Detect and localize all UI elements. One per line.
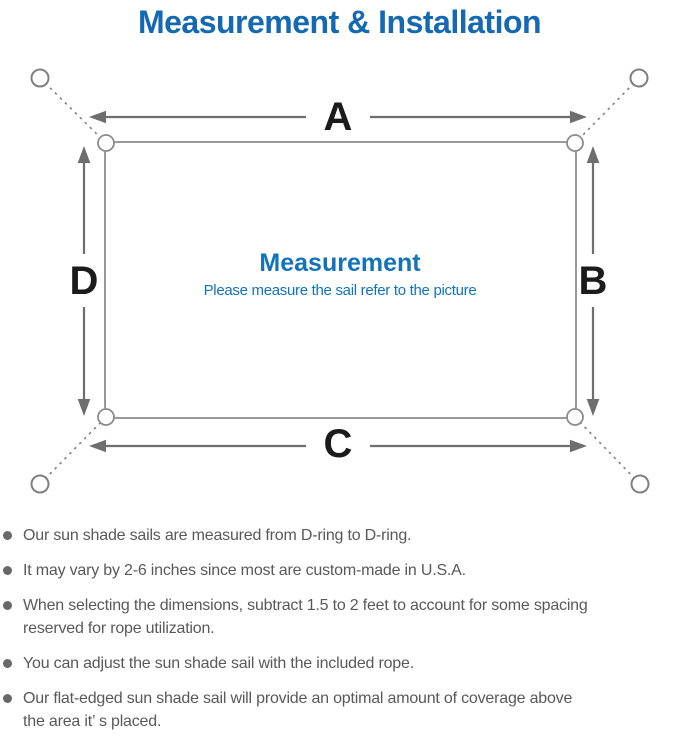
- bullet-icon: [3, 601, 12, 610]
- arrowhead-up-icon: [77, 146, 91, 163]
- note-line: the area it’ s placed.: [23, 713, 162, 730]
- dimension-arrow-c: C: [89, 422, 587, 466]
- note-line: reserved for rope utilization.: [23, 620, 215, 637]
- arrowhead-down-icon: [586, 399, 600, 416]
- dimension-arrow-b: B: [579, 146, 608, 416]
- anchor-point-bottom-left-icon: [30, 474, 50, 494]
- measurement-diagram: A C D B Measurement Please meas: [30, 68, 650, 494]
- list-item: When selecting the dimensions, subtract …: [3, 594, 679, 640]
- notes-list: Our sun shade sails are measured from D-…: [0, 524, 679, 745]
- dimension-arrow-a: A: [89, 95, 587, 139]
- dimension-arrow-d: D: [70, 146, 99, 416]
- page-title: Measurement & Installation: [137, 4, 542, 40]
- tie-line-top-right: [574, 77, 640, 144]
- note-line: Our flat-edged sun shade sail will provi…: [23, 690, 573, 707]
- dimension-label-c: C: [324, 422, 353, 466]
- bullet-icon: [3, 566, 12, 575]
- diagram-center-title: Measurement: [259, 249, 421, 277]
- list-item: It may vary by 2-6 inches since most are…: [3, 559, 679, 582]
- note-line: You can adjust the sun shade sail with t…: [23, 655, 414, 672]
- note-line: It may vary by 2-6 inches since most are…: [23, 562, 466, 579]
- arrowhead-down-icon: [77, 399, 91, 416]
- anchor-point-top-left-icon: [30, 68, 50, 88]
- bullet-icon: [3, 694, 12, 703]
- sail-outline: [104, 141, 577, 419]
- arrowhead-right-icon: [570, 110, 587, 124]
- anchor-point-bottom-right-icon: [630, 474, 650, 494]
- d-ring-top-right-icon: [566, 134, 584, 152]
- d-ring-bottom-right-icon: [566, 408, 584, 426]
- dimension-label-b: B: [579, 259, 608, 303]
- d-ring-top-left-icon: [97, 134, 115, 152]
- tie-line-bottom-left: [39, 416, 107, 485]
- diagram-center-subtitle: Please measure the sail refer to the pic…: [204, 282, 477, 299]
- arrowhead-left-icon: [89, 110, 106, 124]
- arrowhead-up-icon: [586, 146, 600, 163]
- list-item: Our sun shade sails are measured from D-…: [3, 524, 679, 547]
- bullet-icon: [3, 531, 12, 540]
- tie-line-top-left: [39, 77, 107, 144]
- bullet-icon: [3, 659, 12, 668]
- note-line: When selecting the dimensions, subtract …: [23, 597, 588, 614]
- list-item: Our flat-edged sun shade sail will provi…: [3, 687, 679, 733]
- dimension-label-d: D: [70, 259, 99, 303]
- arrowhead-left-icon: [89, 439, 106, 453]
- arrowhead-right-icon: [570, 439, 587, 453]
- list-item: You can adjust the sun shade sail with t…: [3, 652, 679, 675]
- tie-line-bottom-right: [574, 416, 641, 485]
- dimension-label-a: A: [324, 95, 353, 139]
- anchor-point-top-right-icon: [629, 68, 649, 88]
- note-line: Our sun shade sails are measured from D-…: [23, 527, 412, 544]
- d-ring-bottom-left-icon: [97, 408, 115, 426]
